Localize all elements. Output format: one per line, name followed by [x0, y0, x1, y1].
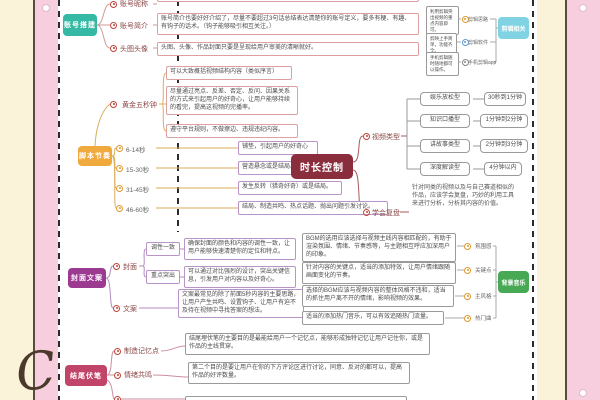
time-box: 2分钟到3分钟	[480, 139, 528, 153]
type-box: 讲故事类型	[420, 139, 470, 153]
topic-ending: 结尾伏笔	[65, 365, 107, 386]
branch-bullet-icon	[116, 184, 123, 192]
desc-box-bgm-4: 适当的添加热门音乐，可以有效追随热门流量。	[302, 311, 444, 325]
branch-bullet-icon	[116, 204, 123, 212]
tag-box-highlight: 重点突出	[146, 270, 180, 284]
topic-rhythm: 脚本节奏	[78, 146, 112, 166]
branch-label-memory: 制造记忆点	[124, 348, 159, 355]
branch-bullet-icon	[363, 208, 370, 216]
branch-bullet-icon	[114, 347, 121, 355]
desc-box-edit-1: 利用剪辑突出视频的重点内容即可。	[426, 6, 459, 36]
stitch-line-right	[532, 0, 534, 400]
corner-brad-icon	[42, 4, 50, 12]
branch-label-review: 学会复盘	[372, 210, 400, 217]
note-box-golden5-2: 尽量通过亮点、反差、否定、反问、因果关系的方式来引起用户的好奇心，让用户能够持续…	[166, 86, 298, 116]
frame-right-cream	[537, 0, 565, 400]
desc-box-6-14: 铺垫，引起用户的好奇心	[238, 141, 318, 155]
desc-box-memory: 结尾埋伏笔的主要目的是最能给用户一个记忆点，能够形成独特记忆让用户记住你，或是作…	[185, 333, 430, 355]
branch-bullet-icon	[461, 38, 469, 46]
branch-bullet-icon	[114, 371, 121, 379]
stitch-line-left	[58, 0, 60, 400]
desc-box-bio: 账号简介也要好好介绍了，尽量不要超过3句话总结表达清楚你的账号定义，要多有梗、有…	[157, 13, 419, 35]
tag-box-tone: 调性一致	[146, 242, 180, 256]
branch-bullet-icon	[114, 395, 121, 400]
branch-label-bio: 账号简介	[120, 23, 148, 30]
branch-bullet-icon	[110, 0, 117, 8]
branch-label-emotion: 情绪共鸣	[124, 372, 152, 379]
branch-label-bgm-3: 主风格	[475, 294, 492, 300]
branch-bullet-icon	[110, 21, 117, 29]
note-box-golden5-3: 遵守平台规则，不做擦边、违规违纪内容。	[166, 124, 298, 138]
branch-label-bgm-1: 氛围感	[475, 244, 492, 250]
topic-cover: 封面文案	[68, 268, 106, 288]
branch-label-nickname: 账号昵称	[120, 1, 148, 8]
branch-label-front: 封面	[123, 264, 137, 271]
branch-label-edit-1: 剪辑思路	[468, 17, 489, 23]
branch-bullet-icon	[116, 144, 123, 152]
type-box: 深度解读型	[420, 162, 470, 176]
branch-bullet-icon	[464, 242, 471, 250]
type-box: 知识口播型	[420, 114, 470, 128]
desc-box-46-60: 结局、制造共鸣、热点话题、抛出问题引发讨论。	[238, 201, 388, 215]
branch-label-video-types: 视频类型	[372, 134, 400, 141]
note-box-golden5-1: 可以大致概括视频结构内容（类似序言）	[166, 66, 292, 80]
corner-brad-icon	[579, 4, 587, 12]
branch-label-bgm-4: 热门曲	[475, 316, 492, 322]
desc-box-emotion: 第二个目的是要让用户在你的下方评论区进行讨论，同意、反对的都可以，提高作品的好评…	[188, 362, 410, 384]
time-box: 30秒到1分钟	[484, 92, 526, 106]
branch-bullet-icon	[464, 266, 471, 274]
branch-bullet-icon	[113, 262, 120, 270]
branch-bullet-icon	[464, 292, 471, 300]
type-box: 娱乐放松型	[420, 92, 470, 106]
time-box: 4分钟以内	[484, 162, 522, 176]
desc-box-bgm-2: 针对内容的关键点，适当的添加特效，让用户情绪跟随画面变化的节奏。	[302, 262, 456, 284]
branch-bullet-icon	[110, 44, 117, 52]
branch-label-edit-2: 剪辑软件	[468, 40, 489, 46]
branch-bullet-icon	[461, 15, 469, 23]
frame-right-pink	[566, 0, 600, 400]
topic-edit: 剪辑相关	[498, 17, 529, 39]
desc-box-clipped	[185, 396, 407, 400]
branch-label-46-60: 46-60秒	[126, 207, 150, 214]
topic-account: 账号搭建	[63, 14, 97, 36]
desc-box-avatar: 头图、头像、作品封面只要是呈现给用户审美的清晰就好。	[157, 42, 419, 56]
branch-label-6-14: 6-14秒	[126, 147, 146, 154]
frame-left-line	[33, 0, 35, 400]
topic-bgm: 背景音乐	[498, 271, 529, 293]
branch-bullet-icon	[461, 58, 469, 66]
desc-box-tone: 确保封面的颜色和内容的调性一致，让用户能够快速清楚你的定位和特点。	[184, 238, 296, 260]
frame-left-cream	[0, 0, 33, 400]
topic-duration: 时长控制	[291, 154, 353, 179]
branch-bullet-icon	[110, 100, 117, 108]
branch-label-31-45: 31-45秒	[126, 187, 150, 194]
branch-label-avatar: 头图头像	[120, 46, 148, 53]
branch-bullet-icon	[363, 132, 370, 140]
branch-bullet-icon	[116, 164, 123, 172]
desc-box-highlight: 可以通过对比强烈的设计，突出关键信息，引发用户对内容以及好奇心。	[184, 266, 296, 288]
branch-label-copy: 文案	[123, 306, 137, 313]
frame-right-line	[565, 0, 567, 400]
corner-brad-icon	[579, 389, 587, 397]
desc-box-31-45: 发生反转（猎奇好奇）或是结局。	[238, 181, 342, 195]
frame-left-pink	[34, 0, 58, 400]
branch-label-golden5: 黄金五秒钟	[122, 102, 157, 109]
desc-box-copy: 文案最常见的除了前面5秒内容的主要思路，让用户产生共鸣、设置钩子、让用户有迫不及…	[178, 289, 304, 319]
stitch-line-middle	[177, 0, 179, 232]
branch-bullet-icon	[464, 314, 471, 322]
review-note-text: 针对同类的视频以及与自己赛道相似的作品，应该学会复盘，巧妙的利用工具来进行分析，…	[412, 185, 515, 208]
branch-label-15-30: 15-30秒	[126, 167, 150, 174]
desc-box-bgm-1: BGM的选用应该选择与视频主线内容相匹配的，有助于渲染氛围、情绪、节奏感等，与主…	[302, 233, 456, 263]
desc-box-edit-3: 手机剪辑随时随地都可以操作。	[426, 52, 459, 76]
time-box: 1分钟到2分钟	[480, 114, 528, 128]
desc-box-bgm-3: 选择的BGM应该与视频内容的整体风格不违和，适当的抓住用户离不开的情绪，影响视频…	[302, 285, 454, 307]
branch-bullet-icon	[113, 304, 120, 312]
branch-label-bgm-2: 关键点	[475, 268, 492, 274]
desc-box-nickname: 昵称方式，让更多人在大众记住的前提下取与账号内容相关联的昵称。	[157, 0, 419, 2]
branch-label-edit-3: 手机剪辑app	[468, 60, 497, 66]
corner-letter-decoration: C	[12, 340, 59, 400]
